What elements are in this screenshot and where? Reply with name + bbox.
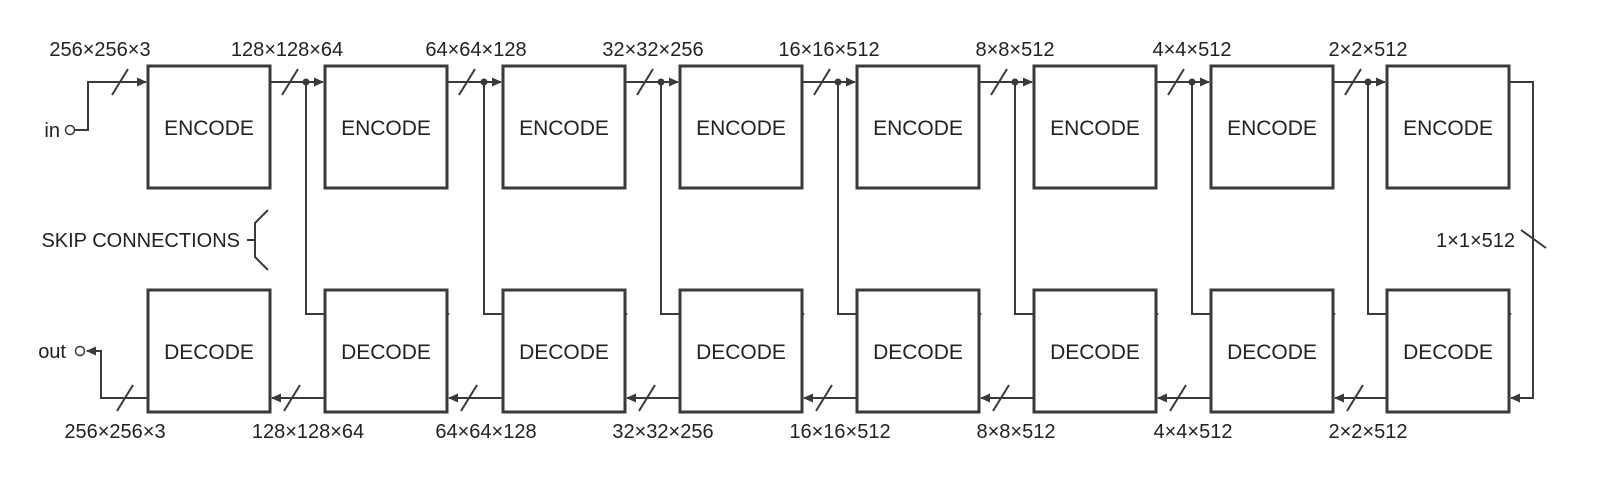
decode-block-label: DECODE — [164, 341, 254, 364]
encode-block-label: ENCODE — [519, 117, 609, 140]
encoder-dim-label: 64×64×128 — [425, 39, 526, 61]
decoder-dim-label: 128×128×64 — [252, 421, 364, 443]
encoder-dim-label: 2×2×512 — [1329, 39, 1408, 61]
decoder-bus-slash — [283, 384, 301, 412]
encode-block — [1385, 64, 1511, 190]
bottleneck-dim-label: 1×1×512 — [1436, 230, 1515, 252]
decoder-bus-slash — [815, 384, 833, 412]
decode-block — [1209, 288, 1335, 414]
decode-block-label: DECODE — [1050, 341, 1140, 364]
decoder-bus-slash — [638, 384, 656, 412]
decode-block — [501, 288, 627, 414]
skip-connections-label: SKIP CONNECTIONS — [41, 230, 240, 252]
bottleneck-wire — [1509, 81, 1534, 403]
decode-block — [146, 288, 272, 414]
decode-block-label: DECODE — [341, 341, 431, 364]
encode-block — [323, 64, 449, 190]
decode-block-label: DECODE — [696, 341, 786, 364]
decode-block — [1385, 288, 1511, 414]
encode-block-label: ENCODE — [341, 117, 431, 140]
input-bus-slash — [111, 68, 129, 96]
output-wire — [86, 346, 148, 399]
encoder-bus-slash — [636, 68, 654, 96]
decode-block-label: DECODE — [1227, 341, 1317, 364]
encode-block-label: ENCODE — [1227, 117, 1317, 140]
output-label: out — [38, 341, 66, 363]
encoder-dim-label: 16×16×512 — [778, 39, 879, 61]
decode-block-label: DECODE — [1403, 341, 1493, 364]
encode-block — [1032, 64, 1158, 190]
output-bus-slash — [116, 384, 134, 412]
decoder-dim-label: 256×256×3 — [64, 421, 165, 443]
decoder-dim-label: 16×16×512 — [789, 421, 890, 443]
bottleneck-bus-slash — [1520, 229, 1547, 249]
encoder-dim-label: 4×4×512 — [1153, 39, 1232, 61]
decoder-dim-label: 2×2×512 — [1329, 421, 1408, 443]
encode-block-label: ENCODE — [1050, 117, 1140, 140]
decoder-bus-slash — [1346, 384, 1364, 412]
decode-block — [1032, 288, 1158, 414]
blocks: ENCODE DECODE ENCODE DECODE ENCODE DECODE ENCO… — [146, 64, 1511, 414]
encode-block — [678, 64, 804, 190]
encode-block — [855, 64, 981, 190]
decode-block — [855, 288, 981, 414]
encode-block-label: ENCODE — [164, 117, 254, 140]
encoder-bus-slash — [990, 68, 1008, 96]
decoder-bus-slash — [460, 384, 478, 412]
decoder-dim-label: 32×32×256 — [612, 421, 713, 443]
encoder-bus-slash — [1167, 68, 1185, 96]
encoder-bus-slash — [813, 68, 831, 96]
skip-connections-brace — [247, 209, 269, 271]
decoder-dim-label: 4×4×512 — [1154, 421, 1233, 443]
output-terminal — [74, 345, 86, 357]
input-terminal — [64, 124, 76, 136]
decode-block-label: DECODE — [519, 341, 609, 364]
input-label: in — [44, 120, 60, 142]
encoder-bus-slash — [458, 68, 476, 96]
decoder-bus-slash — [1169, 384, 1187, 412]
encoder-bus-slash — [281, 68, 299, 96]
input-wire — [75, 77, 147, 131]
encoder-dim-label: 32×32×256 — [602, 39, 703, 61]
decode-block — [678, 288, 804, 414]
encoder-dim-label: 128×128×64 — [231, 39, 343, 61]
encode-block — [501, 64, 627, 190]
encode-block — [1209, 64, 1335, 190]
decode-block-label: DECODE — [873, 341, 963, 364]
decoder-dim-label: 64×64×128 — [435, 421, 536, 443]
encode-block — [146, 64, 272, 190]
encoder-dim-label: 256×256×3 — [49, 39, 150, 61]
encode-block-label: ENCODE — [696, 117, 786, 140]
labels: in out 256×256×3 128×128×64 64×64×128 32×32×2… — [38, 39, 1515, 443]
encode-block-label: ENCODE — [873, 117, 963, 140]
encode-block-label: ENCODE — [1403, 117, 1493, 140]
encoder-bus-slash — [1344, 68, 1362, 96]
encoder-dim-label: 8×8×512 — [976, 39, 1055, 61]
decoder-bus-slash — [992, 384, 1010, 412]
decode-block — [323, 288, 449, 414]
decoder-dim-label: 8×8×512 — [977, 421, 1056, 443]
